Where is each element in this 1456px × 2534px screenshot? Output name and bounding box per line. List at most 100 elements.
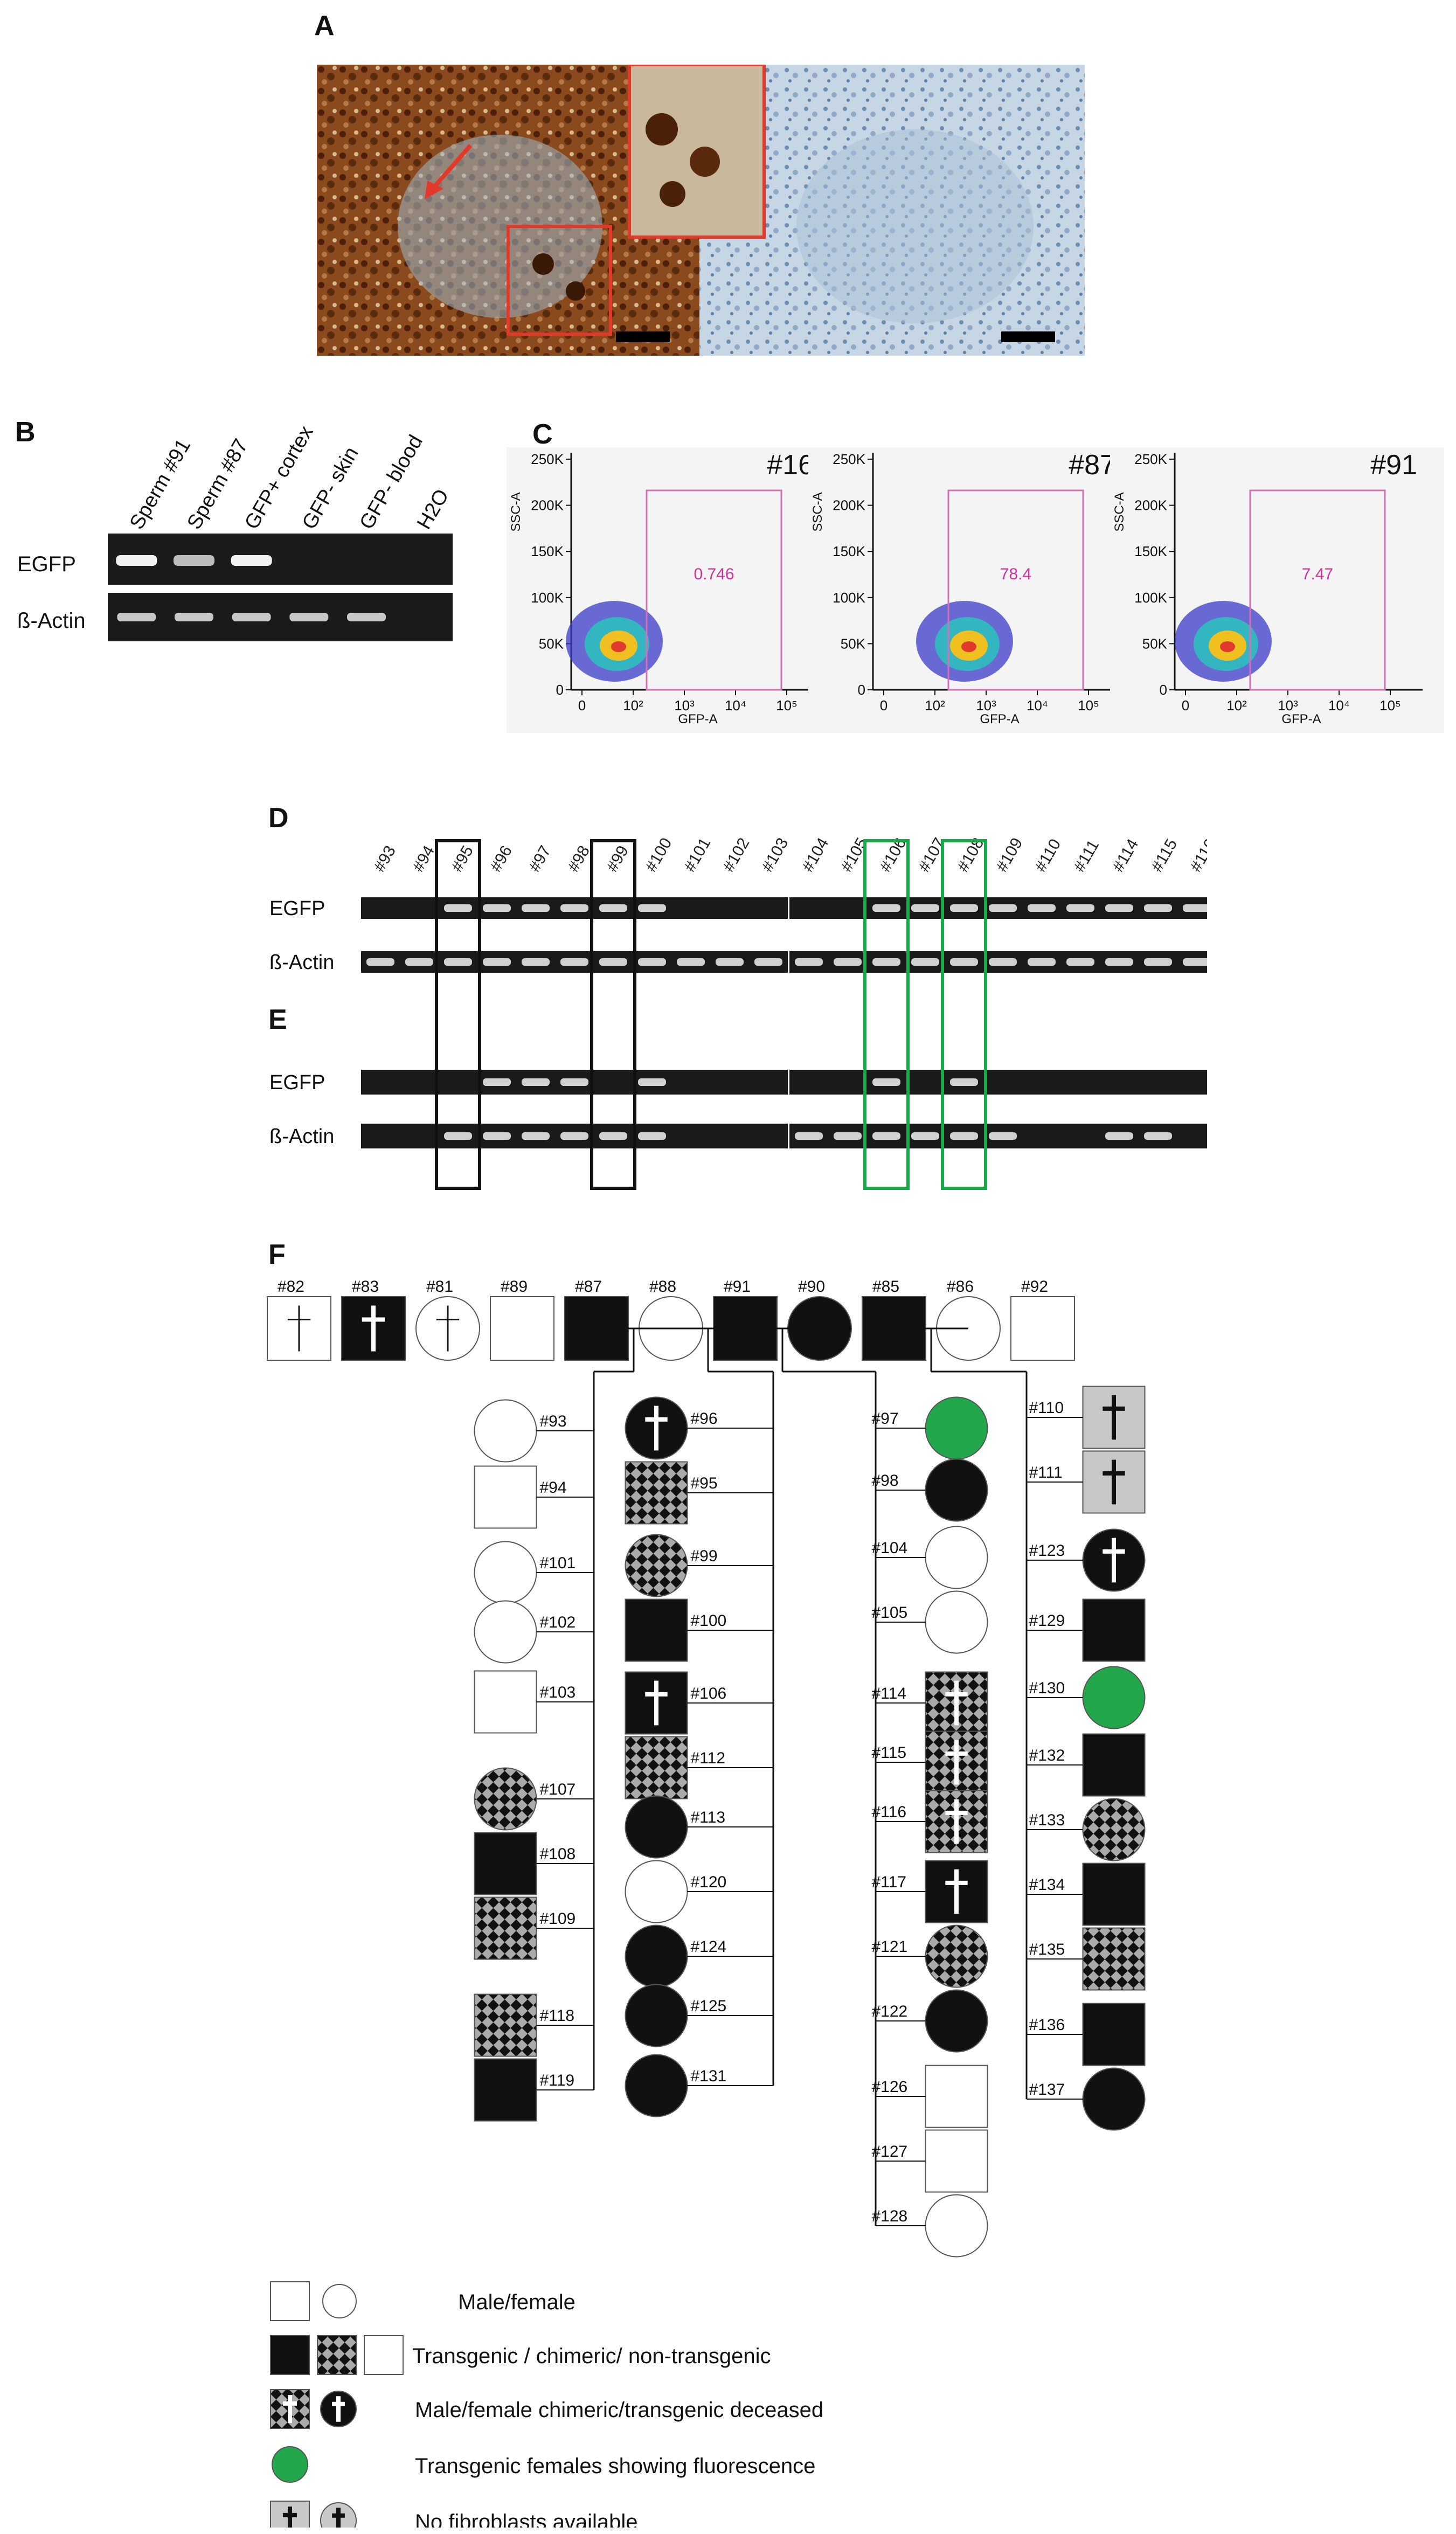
panel-a-label: A (314, 10, 335, 41)
offspring-id: #128 (872, 2207, 908, 2225)
offspring-id: #102 (540, 1614, 576, 1631)
lane-label: #101 (681, 835, 714, 875)
y-tick-label: 0 (556, 682, 564, 698)
gel-band (989, 904, 1017, 912)
y-tick-label: 100K (833, 590, 865, 606)
offspring-id: #121 (872, 1938, 908, 1956)
pedigree-male-square (1082, 1598, 1146, 1662)
lane-label: H2O (413, 486, 453, 534)
offspring-id: #103 (540, 1684, 576, 1701)
gel-band (289, 613, 329, 621)
lane-label: #103 (758, 835, 792, 875)
gel-band (638, 904, 666, 912)
gel-band (989, 958, 1017, 966)
lane-label-text: #104 (799, 835, 832, 875)
offspring-id: #127 (872, 2143, 908, 2161)
founder-id: #82 (278, 1278, 304, 1296)
legend-label: Transgenic females showing fluorescence (415, 2454, 815, 2478)
panel-f-label: F (268, 1239, 286, 1270)
gel-band (599, 958, 627, 966)
panel-a-micrograph (317, 63, 1085, 356)
offspring-id: #96 (691, 1410, 718, 1428)
pedigree-female-circle (925, 1590, 988, 1654)
gel-band (483, 1078, 511, 1086)
pedigree-male-square (474, 1465, 537, 1529)
x-tick-label: 10³ (976, 697, 996, 714)
offspring-id: #100 (691, 1612, 727, 1630)
row-label: EGFP (269, 897, 325, 920)
gel-band (1144, 904, 1172, 912)
gel-band (1028, 958, 1056, 966)
offspring-id: #113 (691, 1809, 726, 1826)
lane-highlight-box (941, 839, 987, 1190)
offspring-id: #131 (691, 2067, 727, 2085)
gel-band (599, 1132, 627, 1140)
y-tick-label: 0 (858, 682, 865, 698)
offspring-id: #104 (872, 1539, 908, 1557)
lane-highlight-box (435, 839, 481, 1190)
founder-id: #85 (872, 1278, 899, 1296)
gel-band (175, 613, 213, 621)
gel-band (483, 958, 511, 966)
y-tick-label: 150K (833, 543, 865, 559)
pedigree-male-square (364, 2335, 404, 2375)
pedigree-male-square (1082, 1927, 1146, 1991)
offspring-id: #114 (872, 1685, 907, 1702)
lane-label: #114 (1109, 836, 1142, 875)
gel-band (638, 958, 666, 966)
gel-band (795, 1132, 823, 1140)
pedigree-male-square (270, 2281, 310, 2321)
gel-band (677, 958, 705, 966)
row-label-egfp: EGFP (17, 552, 76, 576)
x-tick-label: 10⁵ (1379, 697, 1401, 714)
lane-label: #95 (448, 843, 477, 875)
y-tick-label: 150K (1134, 543, 1167, 559)
gel-band (872, 904, 900, 912)
pedigree-svg: #82#83#81#89#87#88#91#90#85#86#92#93#94#… (267, 1278, 1146, 2534)
offspring-id: #120 (691, 1873, 727, 1891)
gel-band (174, 555, 214, 566)
pedigree-female-circle (625, 1924, 688, 1988)
pedigree-female-circle (625, 2054, 688, 2117)
pedigree-male-square (1082, 2003, 1146, 2066)
offspring-id: #126 (872, 2078, 908, 2096)
gel-band (911, 904, 939, 912)
row-label: ß-Actin (269, 951, 334, 974)
row-label: ß-Actin (269, 1125, 334, 1148)
row-label: EGFP (269, 1071, 325, 1094)
pedigree-female-circle (474, 1600, 537, 1664)
flow-plot-bg (808, 447, 1142, 733)
gel-strip (789, 1070, 1216, 1095)
pedigree-female-circle (474, 1399, 537, 1463)
founder-id: #87 (575, 1278, 602, 1296)
x-axis-title: GFP-A (1281, 712, 1321, 726)
gel-band (1144, 1132, 1172, 1140)
lane-label-text: #99 (603, 843, 632, 875)
y-tick-label: 100K (531, 590, 564, 606)
lane-label: #94 (409, 843, 438, 875)
gel-band (444, 904, 472, 912)
offspring-id: #130 (1029, 1679, 1065, 1697)
offspring-id: #99 (691, 1547, 718, 1565)
gel-band (950, 1132, 978, 1140)
legend-label: No fibroblasts available (415, 2510, 638, 2528)
x-tick-label: 10³ (674, 697, 695, 714)
offspring-id: #124 (691, 1938, 727, 1956)
founder-id: #88 (649, 1278, 676, 1296)
lane-highlight-box (863, 839, 910, 1190)
gate-value: 78.4 (1000, 565, 1031, 583)
gate-value: 0.746 (694, 565, 734, 583)
lane-label: #110 (1031, 836, 1064, 875)
pedigree-female-circle (1082, 1666, 1146, 1729)
x-tick-label: 10⁴ (725, 697, 746, 714)
x-tick-label: 10⁴ (1328, 697, 1350, 714)
pedigree-female-circle (474, 1767, 537, 1831)
y-tick-label: 0 (1160, 682, 1167, 698)
lane-label-text: #111 (1070, 837, 1103, 875)
gel-band (950, 1078, 978, 1086)
event-cloud (961, 641, 976, 652)
gel-band (834, 1132, 862, 1140)
gel-egfp-strip (108, 534, 453, 585)
